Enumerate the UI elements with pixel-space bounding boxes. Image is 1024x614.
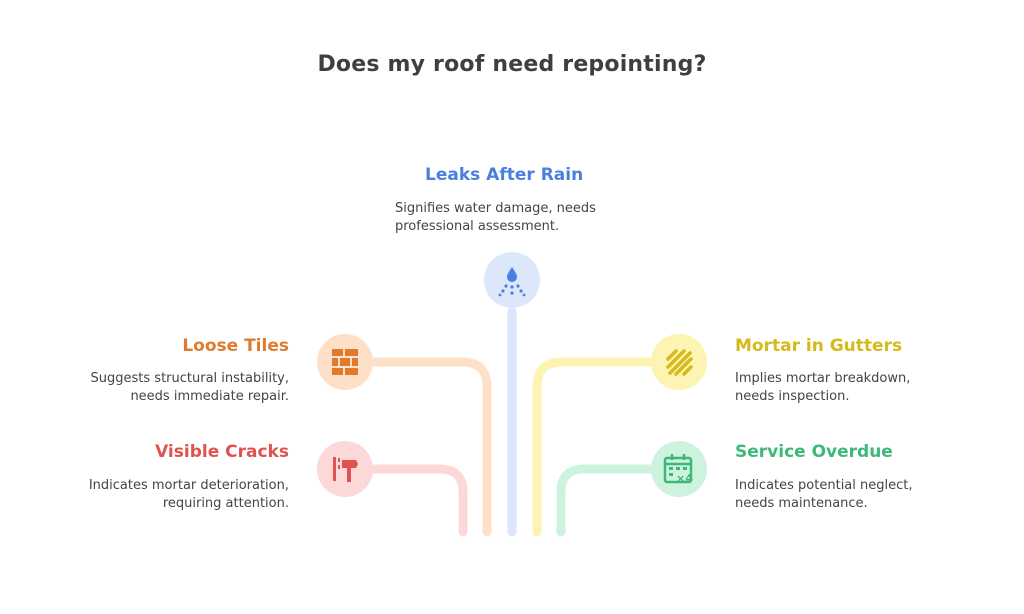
service-icon-circle: ×4 [651, 441, 707, 497]
cracks-description: Indicates mortar deterioration, requirin… [89, 477, 289, 513]
leaks-description-line1: Signifies water damage, needs [395, 201, 596, 216]
tiles-connector [367, 357, 492, 537]
water-drip-icon [498, 267, 526, 297]
brick-wall-icon [332, 349, 358, 375]
service-description-line2: needs maintenance. [735, 496, 868, 511]
tiles-icon-circle [317, 334, 373, 390]
page-title: Does my roof need repointing? [317, 52, 707, 77]
service-description-line1: Indicates potential neglect, [735, 478, 913, 493]
cracks-connector [367, 464, 468, 537]
tiles-description-line2: needs immediate repair. [130, 389, 289, 404]
cracks-icon-circle [317, 441, 373, 497]
gutters-description-line1: Implies mortar breakdown, [735, 371, 911, 386]
service-connector [556, 464, 657, 537]
leaks-heading: Leaks After Rain [425, 165, 584, 185]
diagonal-stripes-icon [666, 349, 693, 376]
leaks-description-line2: professional assessment. [395, 219, 560, 234]
service-description: Indicates potential neglect, needs maint… [735, 477, 913, 513]
cracks-heading: Visible Cracks [155, 442, 289, 462]
leaks-icon-circle [484, 252, 540, 308]
tiles-description: Suggests structural instability, needs i… [91, 370, 289, 406]
gutters-connector [532, 357, 657, 537]
service-heading: Service Overdue [735, 442, 893, 462]
calendar-x4-icon: ×4 [663, 454, 693, 485]
gutters-description: Implies mortar breakdown, needs inspecti… [735, 370, 910, 406]
cracks-description-line1: Indicates mortar deterioration, [88, 478, 289, 493]
cracks-description-line2: requiring attention. [162, 496, 289, 511]
gutters-heading: Mortar in Gutters [735, 336, 903, 356]
tiles-description-line1: Suggests structural instability, [90, 371, 289, 386]
leaks-description: Signifies water damage, needs profession… [395, 200, 596, 236]
hammer-chisel-icon [333, 457, 358, 482]
gutters-description-line2: needs inspection. [735, 389, 850, 404]
svg-text:×4: ×4 [676, 472, 693, 485]
tiles-heading: Loose Tiles [182, 336, 289, 356]
gutters-icon-circle [651, 334, 707, 390]
